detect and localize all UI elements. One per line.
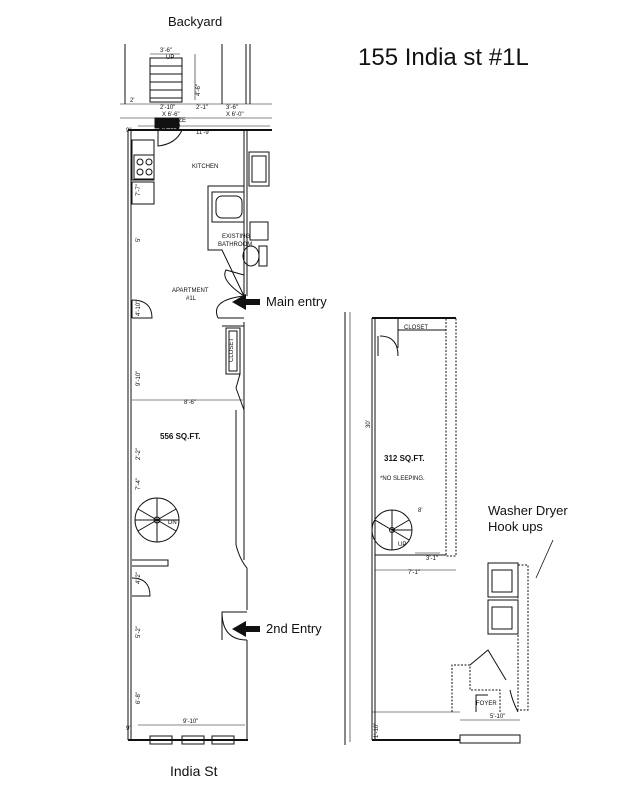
dim-11-9: 11'-9" [196,130,211,136]
dim-7-7: 7'-7" [136,184,142,196]
kitchen-label: KITCHEN [192,164,218,170]
dim-9-bottom: 9" [126,726,131,732]
second-entry-label: 2nd Entry [266,621,322,636]
apartment-label-2: #1L [186,296,197,302]
page-title: 155 India st #1L [358,44,529,71]
dim-x-6-6: X 6'-6" [162,112,180,118]
main-spiral-stair [131,497,180,597]
window-size-label: 2.5' X 2' [159,125,180,131]
left-door [131,299,153,319]
backyard-label: Backyard [168,14,223,29]
foyer [451,562,529,744]
main-top-dimensions [120,53,272,726]
dim-2: 2' [130,98,134,104]
dim-x-6-0: X 6'-0" [226,112,244,118]
back-door [154,117,183,147]
main-area-label: 556 SQ.FT. [160,432,200,441]
dim-2-1: 2'-1" [196,105,208,111]
closet-lower-label: CLOSET [404,325,428,331]
second-entry-arrow [232,621,260,637]
stair-up-lower-label: UP [398,542,406,548]
lower-closet [377,318,446,357]
lower-outer-walls [344,312,460,745]
dim-9: 9" [126,128,131,134]
main-closet [222,325,244,389]
window-label: W/GLAZE [159,118,186,124]
main-outer-walls [127,129,272,741]
bathroom-label-1: EXISTING [222,234,250,240]
foyer-label: FOYER [476,701,497,707]
hook-ups-label: Hook ups [488,519,543,534]
backyard-stair [124,44,251,104]
dim-4-10: 4'-10" [136,301,142,316]
main-entry-label: Main entry [266,294,327,309]
dim-4-2: 4'-2" [136,572,142,584]
bathroom-label-2: BATHROOM [218,242,252,248]
no-sleeping-label: *NO SLEEPING. [380,476,425,482]
stair-dn-label: DN [168,520,177,526]
dim-3-1: 3'-1" [426,556,438,562]
dim-8-lower: 8' [418,508,422,514]
dim-6-8: 6'-8" [136,692,142,704]
stair-up-label: UP [166,55,174,61]
dim-2-2: 2'-2" [136,448,142,460]
dim-5-10: 5'-10" [490,714,505,720]
bathroom [207,185,269,297]
dim-30: 30' [366,420,372,428]
lower-area-label: 312 SQ.FT. [384,454,424,463]
kitchen-fixtures [131,139,270,205]
main-entry-arrow [232,294,260,310]
dim-9-10: 9'-10" [136,371,142,386]
lower-spiral-stair [371,509,440,554]
arrows [232,294,260,637]
apartment-label-1: APARTMENT [172,288,209,294]
dim-9-10-bottom: 9'-10" [183,719,198,725]
closet-main-label: CLOSET [229,338,235,362]
dim-1-10: 1'-10" [374,723,380,738]
dim-2-10: 2'-10" [160,105,175,111]
front-windows [149,735,235,745]
dim-3-6: 3'-6" [226,105,238,111]
dim-5: 5' [136,238,142,242]
dim-stair-depth: 4'-6" [196,84,202,96]
dim-7-1: 7'-1" [408,570,420,576]
second-entry-door [221,611,248,641]
dim-5-2: 5'-2" [136,626,142,638]
washer-dryer-callout: Washer Dryer Hook ups [488,503,568,535]
main-entry-door [216,295,245,319]
dim-stair-width: 3'-6" [160,48,172,54]
dim-8-6: 8'-6" [184,400,196,406]
washer-callout-line [535,539,554,579]
washer-dryer-label: Washer Dryer [488,503,568,518]
street-label: India St [170,763,218,779]
lower-dimensions [349,312,520,742]
dim-7-4: 7'-4" [136,478,142,490]
